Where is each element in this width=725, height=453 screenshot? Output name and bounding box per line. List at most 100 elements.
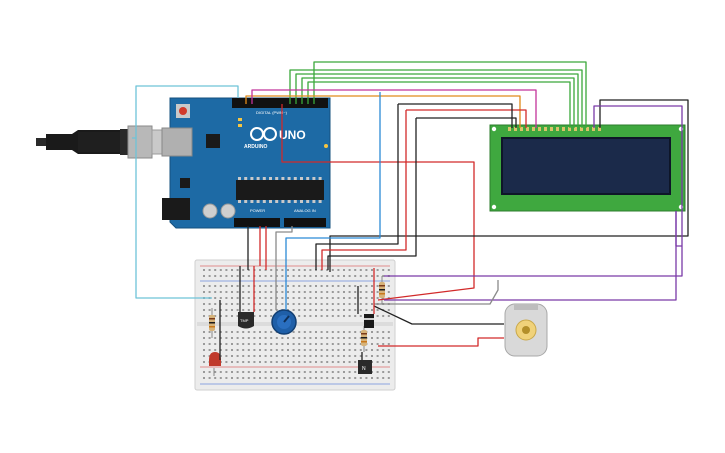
breadboard-hole bbox=[359, 285, 362, 287]
breadboard-hole bbox=[365, 349, 368, 351]
wire-green-5 bbox=[313, 61, 587, 128]
breadboard-hole bbox=[208, 377, 211, 379]
breadboard-hole bbox=[236, 361, 239, 363]
breadboard-hole bbox=[242, 275, 245, 277]
breadboard-hole bbox=[214, 291, 217, 293]
breadboard-hole bbox=[208, 269, 211, 271]
breadboard-hole bbox=[214, 269, 217, 271]
breadboard-hole bbox=[281, 303, 284, 305]
breadboard-hole bbox=[371, 355, 373, 357]
breadboard-hole bbox=[287, 269, 289, 271]
breadboard-hole bbox=[298, 337, 301, 339]
breadboard-hole bbox=[253, 371, 256, 373]
breadboard-hole bbox=[275, 377, 278, 379]
breadboard-hole bbox=[214, 337, 217, 339]
breadboard-hole bbox=[343, 303, 345, 305]
chip-pin bbox=[318, 200, 322, 203]
breadboard-hole bbox=[337, 297, 340, 299]
breadboard-hole bbox=[292, 377, 295, 379]
breadboard-hole bbox=[298, 371, 301, 373]
breadboard-hole bbox=[387, 269, 390, 271]
breadboard-hole bbox=[337, 361, 340, 363]
wire-usb-lightblue bbox=[132, 85, 239, 139]
breadboard-hole bbox=[343, 337, 345, 339]
breadboard-hole bbox=[309, 361, 312, 363]
breadboard-hole bbox=[219, 297, 222, 299]
breadboard-hole bbox=[382, 343, 385, 345]
breadboard-hole bbox=[354, 355, 357, 357]
breadboard-hole bbox=[203, 285, 205, 287]
breadboard-hole bbox=[219, 343, 222, 345]
breadboard-hole bbox=[309, 269, 312, 271]
breadboard-hole bbox=[387, 291, 390, 293]
breadboard-hole bbox=[331, 297, 334, 299]
breadboard-hole bbox=[236, 315, 239, 317]
breadboard-hole bbox=[326, 371, 329, 373]
breadboard-hole bbox=[348, 303, 351, 305]
breadboard-hole bbox=[309, 377, 312, 379]
breadboard-hole bbox=[231, 291, 233, 293]
chip-pin bbox=[244, 200, 248, 203]
chip-pin bbox=[269, 177, 272, 180]
breadboard-hole bbox=[264, 309, 267, 311]
breadboard-hole bbox=[320, 275, 323, 277]
breadboard-hole bbox=[303, 315, 306, 317]
breadboard-hole bbox=[259, 297, 261, 299]
breadboard-hole bbox=[303, 371, 306, 373]
red-led bbox=[209, 352, 221, 376]
breadboard-hole bbox=[225, 361, 228, 363]
breadboard-hole bbox=[359, 331, 362, 333]
breadboard-hole bbox=[203, 331, 205, 333]
breadboard-hole bbox=[242, 361, 245, 363]
breadboard-hole bbox=[264, 343, 267, 345]
chip-pins bbox=[238, 177, 322, 203]
potentiometer[interactable] bbox=[271, 309, 297, 335]
breadboard-hole bbox=[236, 285, 239, 287]
breadboard-hole bbox=[275, 355, 278, 357]
breadboard-hole bbox=[354, 291, 357, 293]
lcd-pin bbox=[580, 127, 583, 131]
breadboard-hole bbox=[242, 291, 245, 293]
breadboard-hole bbox=[287, 371, 289, 373]
breadboard-hole bbox=[326, 297, 329, 299]
breadboard-hole bbox=[242, 371, 245, 373]
breadboard-hole bbox=[287, 291, 289, 293]
transistor: N bbox=[358, 360, 372, 374]
breadboard-hole bbox=[242, 269, 245, 271]
wire-black-lcd-3 bbox=[416, 117, 517, 128]
breadboard-hole bbox=[337, 291, 340, 293]
breadboard-hole bbox=[236, 297, 239, 299]
breadboard-hole bbox=[287, 377, 289, 379]
breadboard-hole bbox=[219, 291, 222, 293]
chip-pin bbox=[244, 177, 248, 180]
breadboard-hole bbox=[214, 297, 217, 299]
breadboard-hole bbox=[208, 285, 211, 287]
breadboard-hole bbox=[337, 315, 340, 317]
breadboard-hole bbox=[242, 303, 245, 305]
lcd-pin bbox=[568, 127, 571, 131]
breadboard-hole bbox=[331, 331, 334, 333]
breadboard-hole bbox=[326, 361, 329, 363]
breadboard-hole bbox=[231, 371, 233, 373]
breadboard-hole bbox=[309, 291, 312, 293]
breadboard-hole bbox=[292, 269, 295, 271]
breadboard-hole bbox=[371, 309, 373, 311]
breadboard-hole bbox=[259, 377, 261, 379]
breadboard-hole bbox=[225, 343, 228, 345]
breadboard-hole bbox=[270, 331, 273, 333]
breadboard-hole bbox=[225, 315, 228, 317]
breadboard-hole bbox=[298, 303, 301, 305]
breadboard-hole bbox=[359, 377, 362, 379]
breadboard-hole bbox=[253, 343, 256, 345]
breadboard-hole bbox=[376, 331, 379, 333]
breadboard-hole bbox=[309, 275, 312, 277]
breadboard-hole bbox=[264, 377, 267, 379]
breadboard-hole bbox=[270, 275, 273, 277]
breadboard-hole bbox=[382, 315, 385, 317]
breadboard-hole bbox=[387, 349, 390, 351]
breadboard-hole bbox=[354, 377, 357, 379]
breadboard-hole bbox=[247, 269, 250, 271]
breadboard-hole bbox=[292, 285, 295, 287]
breadboard-hole bbox=[387, 361, 390, 363]
reset-button[interactable] bbox=[179, 107, 187, 115]
